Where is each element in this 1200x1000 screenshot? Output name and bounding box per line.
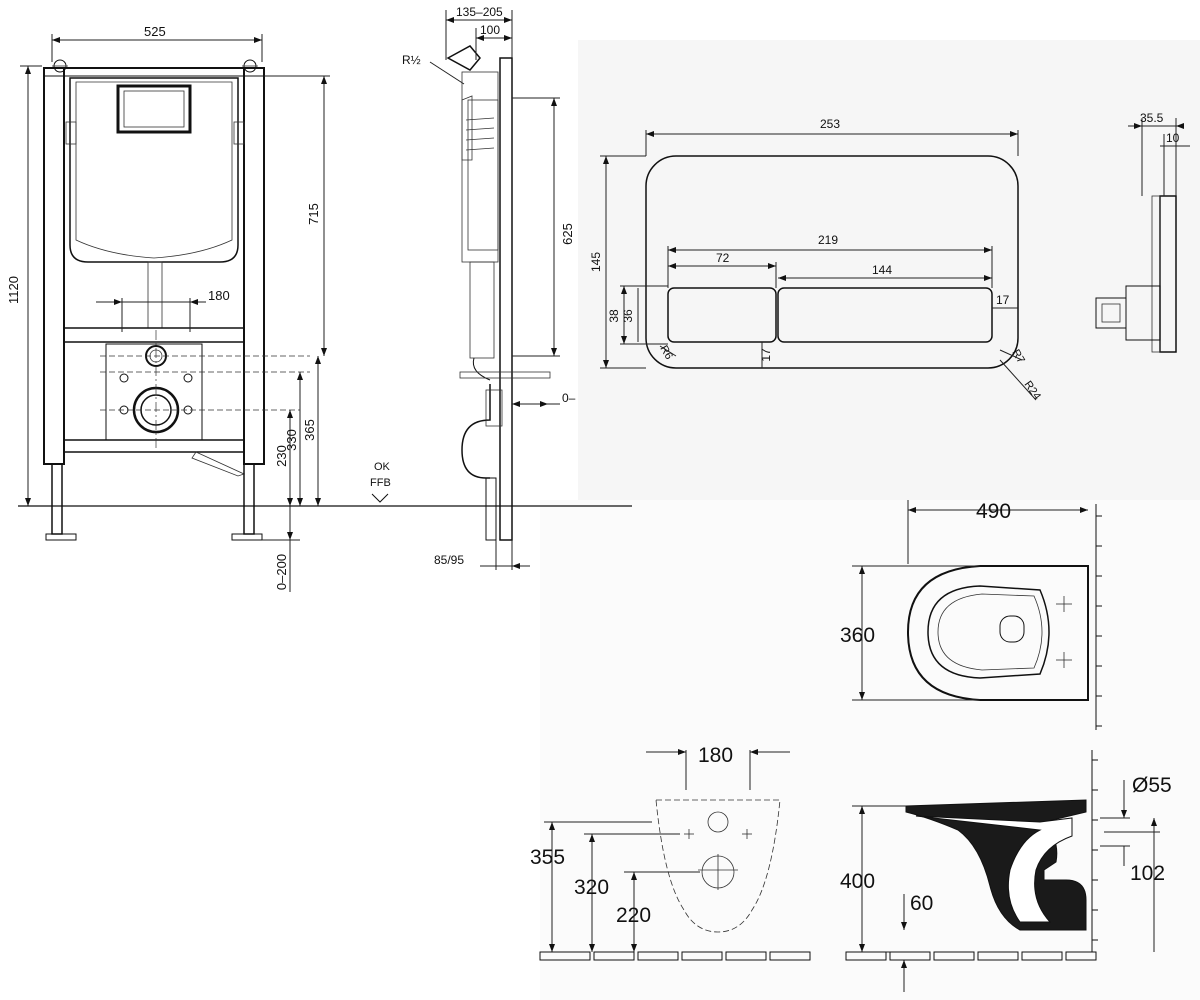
bowl-back-view <box>539 749 811 961</box>
plate-height-38: 38 <box>607 309 621 323</box>
plate-button-144: 144 <box>872 263 892 277</box>
frame-height-230: 230 <box>274 445 289 467</box>
side-height-625: 625 <box>560 223 575 245</box>
frame-width-525: 525 <box>144 24 166 39</box>
side-depth-100: 100 <box>480 23 500 37</box>
plate-depth-35-5: 35.5 <box>1140 111 1164 125</box>
plate-buttons-219: 219 <box>818 233 838 247</box>
bowl-back-height-320: 320 <box>574 876 609 899</box>
plate-width-253: 253 <box>820 117 840 131</box>
bowl-side-diameter-55: Ø55 <box>1132 774 1172 797</box>
frame-height-715: 715 <box>306 203 321 225</box>
flush-plate-front-view <box>600 130 1037 401</box>
frame-front-view <box>20 34 330 592</box>
plate-height-36: 36 <box>621 309 635 323</box>
plate-depth-10: 10 <box>1166 131 1180 145</box>
frame-leg-0-200: 0–200 <box>274 554 289 590</box>
side-depth-135-205: 135–205 <box>456 5 503 19</box>
side-depth-85-95: 85/95 <box>434 553 464 567</box>
plate-side-17: 17 <box>996 293 1010 307</box>
frame-height-1120: 1120 <box>6 276 21 304</box>
bowl-back-height-220: 220 <box>616 904 651 927</box>
flush-plate-background <box>578 40 1200 500</box>
frame-side-view <box>371 10 560 570</box>
frame-spacing-180: 180 <box>208 288 230 303</box>
bowl-side-view <box>845 750 1160 992</box>
frame-height-365: 365 <box>302 419 317 441</box>
frame-height-330: 330 <box>284 429 299 451</box>
bowl-background <box>540 500 1200 1000</box>
plate-button-72: 72 <box>716 251 730 265</box>
bowl-back-height-355: 355 <box>530 846 565 869</box>
bowl-top-view <box>852 500 1102 730</box>
bowl-width-360: 360 <box>840 624 875 647</box>
bowl-side-height-102: 102 <box>1130 862 1165 885</box>
bowl-back-spacing-180: 180 <box>698 744 733 767</box>
plate-bottom-17: 17 <box>759 348 773 362</box>
side-thread-r12: R½ <box>402 53 421 67</box>
floor-label-ffb: FFB <box>370 477 391 489</box>
bowl-side-dim-60: 60 <box>910 892 933 915</box>
floor-label-ok: OK <box>374 461 391 473</box>
side-offset-0: 0– <box>562 391 576 405</box>
bowl-side-height-400: 400 <box>840 870 875 893</box>
plate-height-145: 145 <box>589 252 603 272</box>
flush-plate-side-view <box>1095 118 1190 353</box>
bowl-length-490: 490 <box>976 500 1011 523</box>
